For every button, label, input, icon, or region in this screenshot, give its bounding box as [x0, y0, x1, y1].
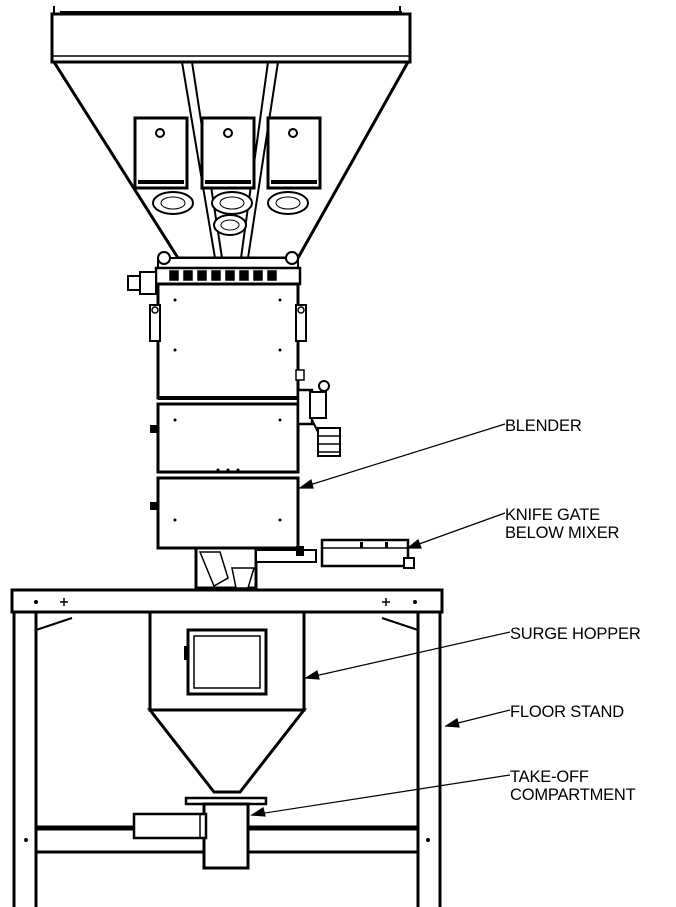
load-cell-assembly — [295, 369, 341, 457]
label-take-off-line2: COMPARTMENT — [510, 786, 636, 804]
blender-body — [127, 251, 341, 550]
ingredient-window-2 — [200, 116, 256, 190]
label-blender: BLENDER — [505, 417, 582, 435]
label-knife-gate-line1: KNIFE GATE — [505, 506, 600, 524]
ingredient-window-1 — [133, 116, 189, 190]
label-floor-stand: FLOOR STAND — [510, 703, 624, 721]
label-knife-gate-line2: BELOW MIXER — [505, 524, 620, 542]
label-surge-hopper: SURGE HOPPER — [510, 625, 641, 643]
callout-leaders — [250, 423, 511, 817]
knife-gate — [194, 538, 415, 590]
label-take-off-line1: TAKE-OFF — [510, 768, 589, 786]
ingredient-window-3 — [266, 116, 322, 190]
surge-hopper — [146, 610, 308, 794]
take-off-compartment — [132, 796, 268, 870]
supply-hopper — [50, 6, 412, 260]
